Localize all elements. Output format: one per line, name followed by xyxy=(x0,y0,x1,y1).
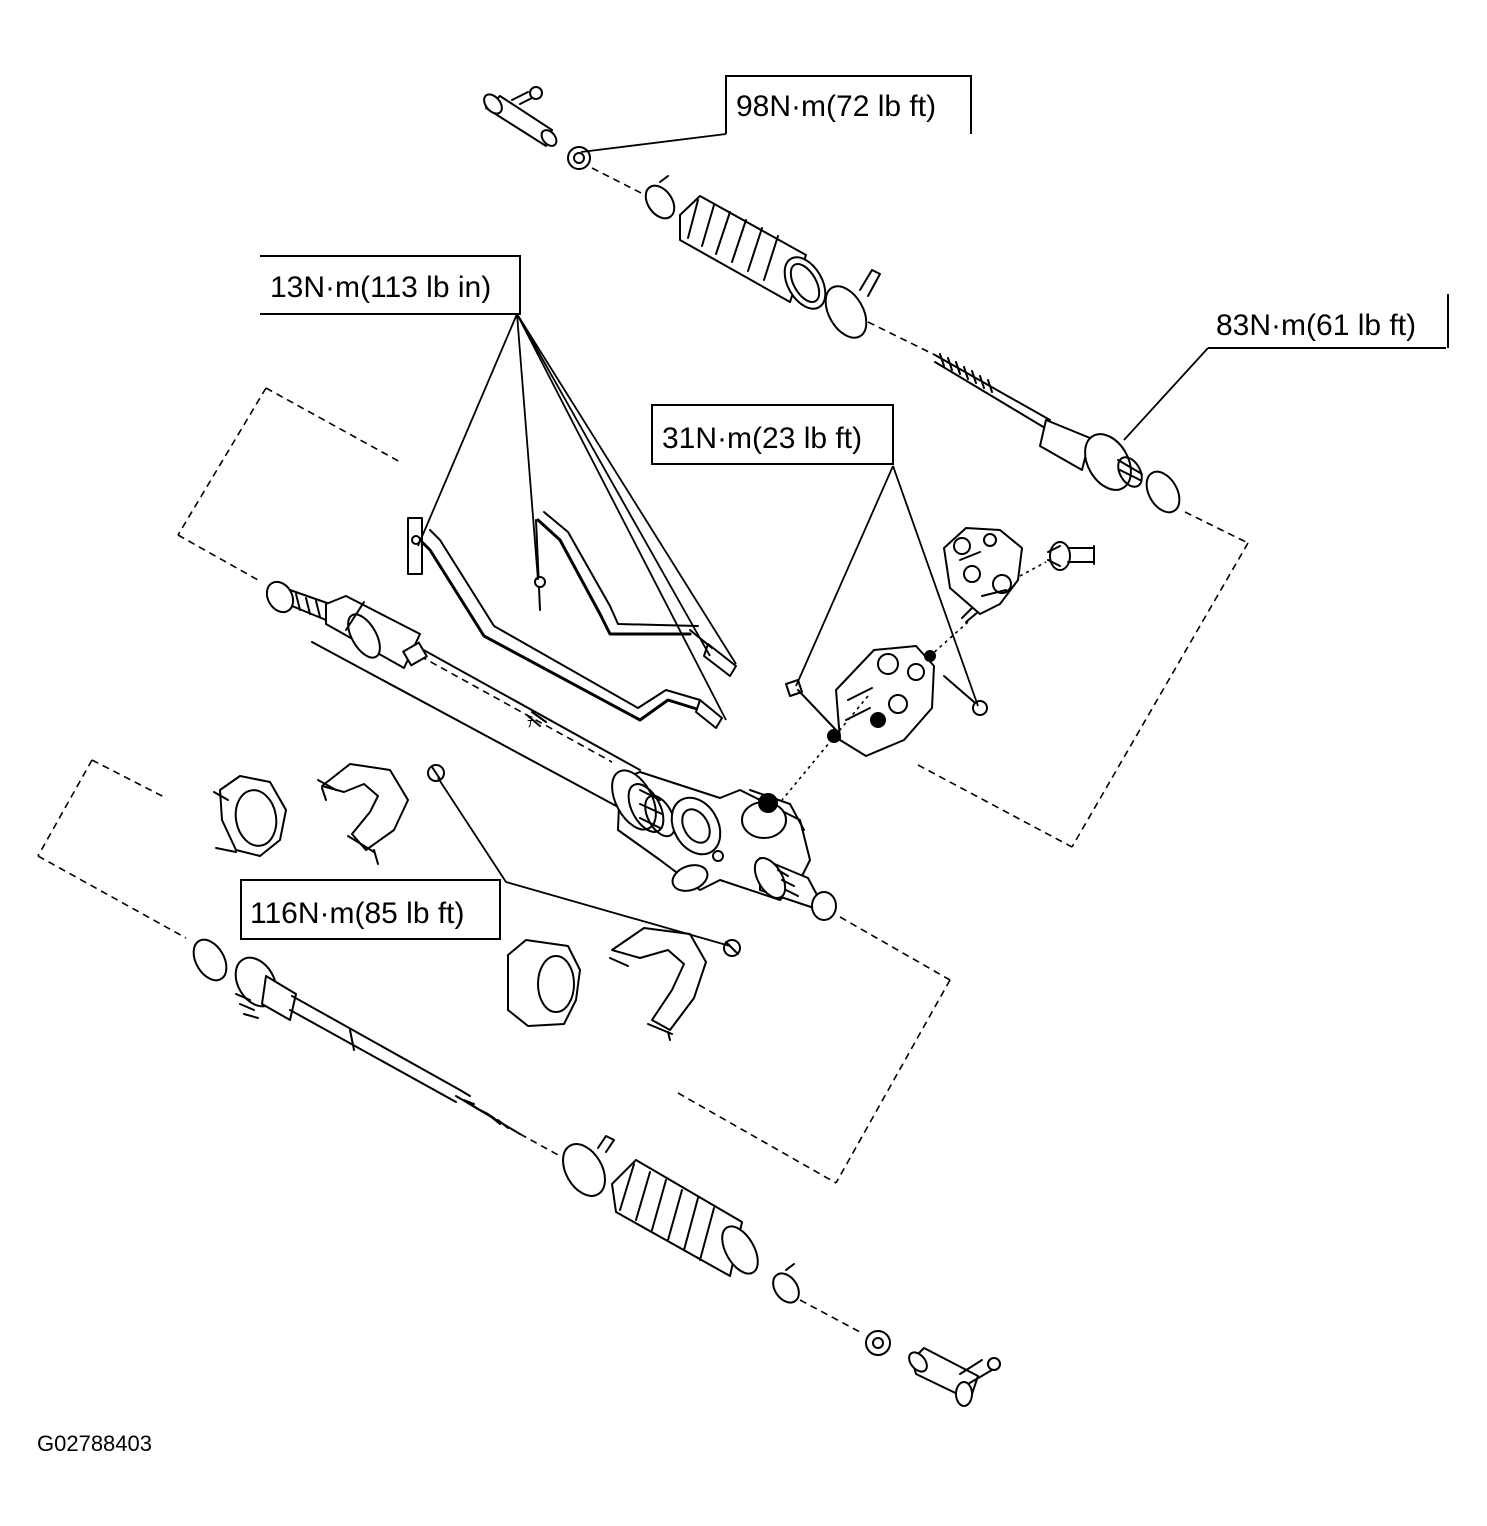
left-bushing xyxy=(213,775,287,857)
lower-tie-rod-assembly xyxy=(192,938,1001,1407)
torque-label-83nm: 83N·m(61 lb ft) xyxy=(1208,294,1449,349)
torque-text-98nm: 98N·m(72 lb ft) xyxy=(736,90,936,123)
upper-boot-clamp-small xyxy=(644,175,676,220)
torque-text-116nm: 116N·m(85 lb ft) xyxy=(250,897,465,930)
lower-outer-tie-rod-end xyxy=(908,1347,1001,1407)
lower-inner-tie-rod xyxy=(192,938,521,1135)
left-mounting-clamp xyxy=(317,763,409,865)
right-mounting-clamp xyxy=(609,927,707,1041)
valve-bolt-right xyxy=(943,675,988,716)
torque-label-13nm: 13N·m(113 lb in) xyxy=(260,255,521,315)
lower-boot-clamp-large xyxy=(562,1135,615,1197)
pinion-cover-assembly xyxy=(929,527,1095,657)
lower-jam-nut xyxy=(865,1330,891,1356)
steering-gear-body xyxy=(611,769,837,921)
left-upper-dashed-outline xyxy=(177,387,403,581)
left-lower-dashed-outline xyxy=(37,759,187,939)
right-bushing xyxy=(507,939,581,1027)
lower-boot-clamp-small xyxy=(772,1263,800,1304)
hydraulic-pipe-right xyxy=(534,511,737,677)
right-dashed-outline xyxy=(917,511,1249,848)
left-clamp-bolt xyxy=(427,764,445,782)
upper-outer-tie-rod-end xyxy=(483,86,558,147)
torque-label-116nm: 116N·m(85 lb ft) xyxy=(240,879,501,940)
upper-tie-rod-assembly xyxy=(483,86,1181,514)
torque-label-98nm: 98N·m(72 lb ft) xyxy=(725,75,972,134)
figure-id: G02788403 xyxy=(37,1431,152,1456)
torque-text-83nm: 83N·m(61 lb ft) xyxy=(1216,309,1416,342)
torque-label-31nm: 31N·m(23 lb ft) xyxy=(651,404,894,465)
upper-boot-clamp-large xyxy=(824,269,881,339)
hydraulic-pipe-left xyxy=(407,517,723,729)
valve-bolt-left xyxy=(785,679,837,731)
upper-jam-nut xyxy=(567,146,591,170)
upper-bellows-boot xyxy=(679,195,827,310)
valve-housing xyxy=(781,645,936,801)
rack-housing-cylinder: ﾃ· xyxy=(265,580,641,809)
leader-lines xyxy=(417,133,1209,947)
tube-marking-text: ﾃ· xyxy=(527,714,539,730)
right-clamp-bolt xyxy=(723,939,741,957)
upper-inner-tie-rod xyxy=(934,353,1181,514)
lower-bellows-boot xyxy=(611,1159,759,1277)
bottom-dashed-outline xyxy=(677,916,951,1184)
torque-text-31nm: 31N·m(23 lb ft) xyxy=(662,422,862,455)
torque-text-13nm: 13N·m(113 lb in) xyxy=(270,271,491,304)
